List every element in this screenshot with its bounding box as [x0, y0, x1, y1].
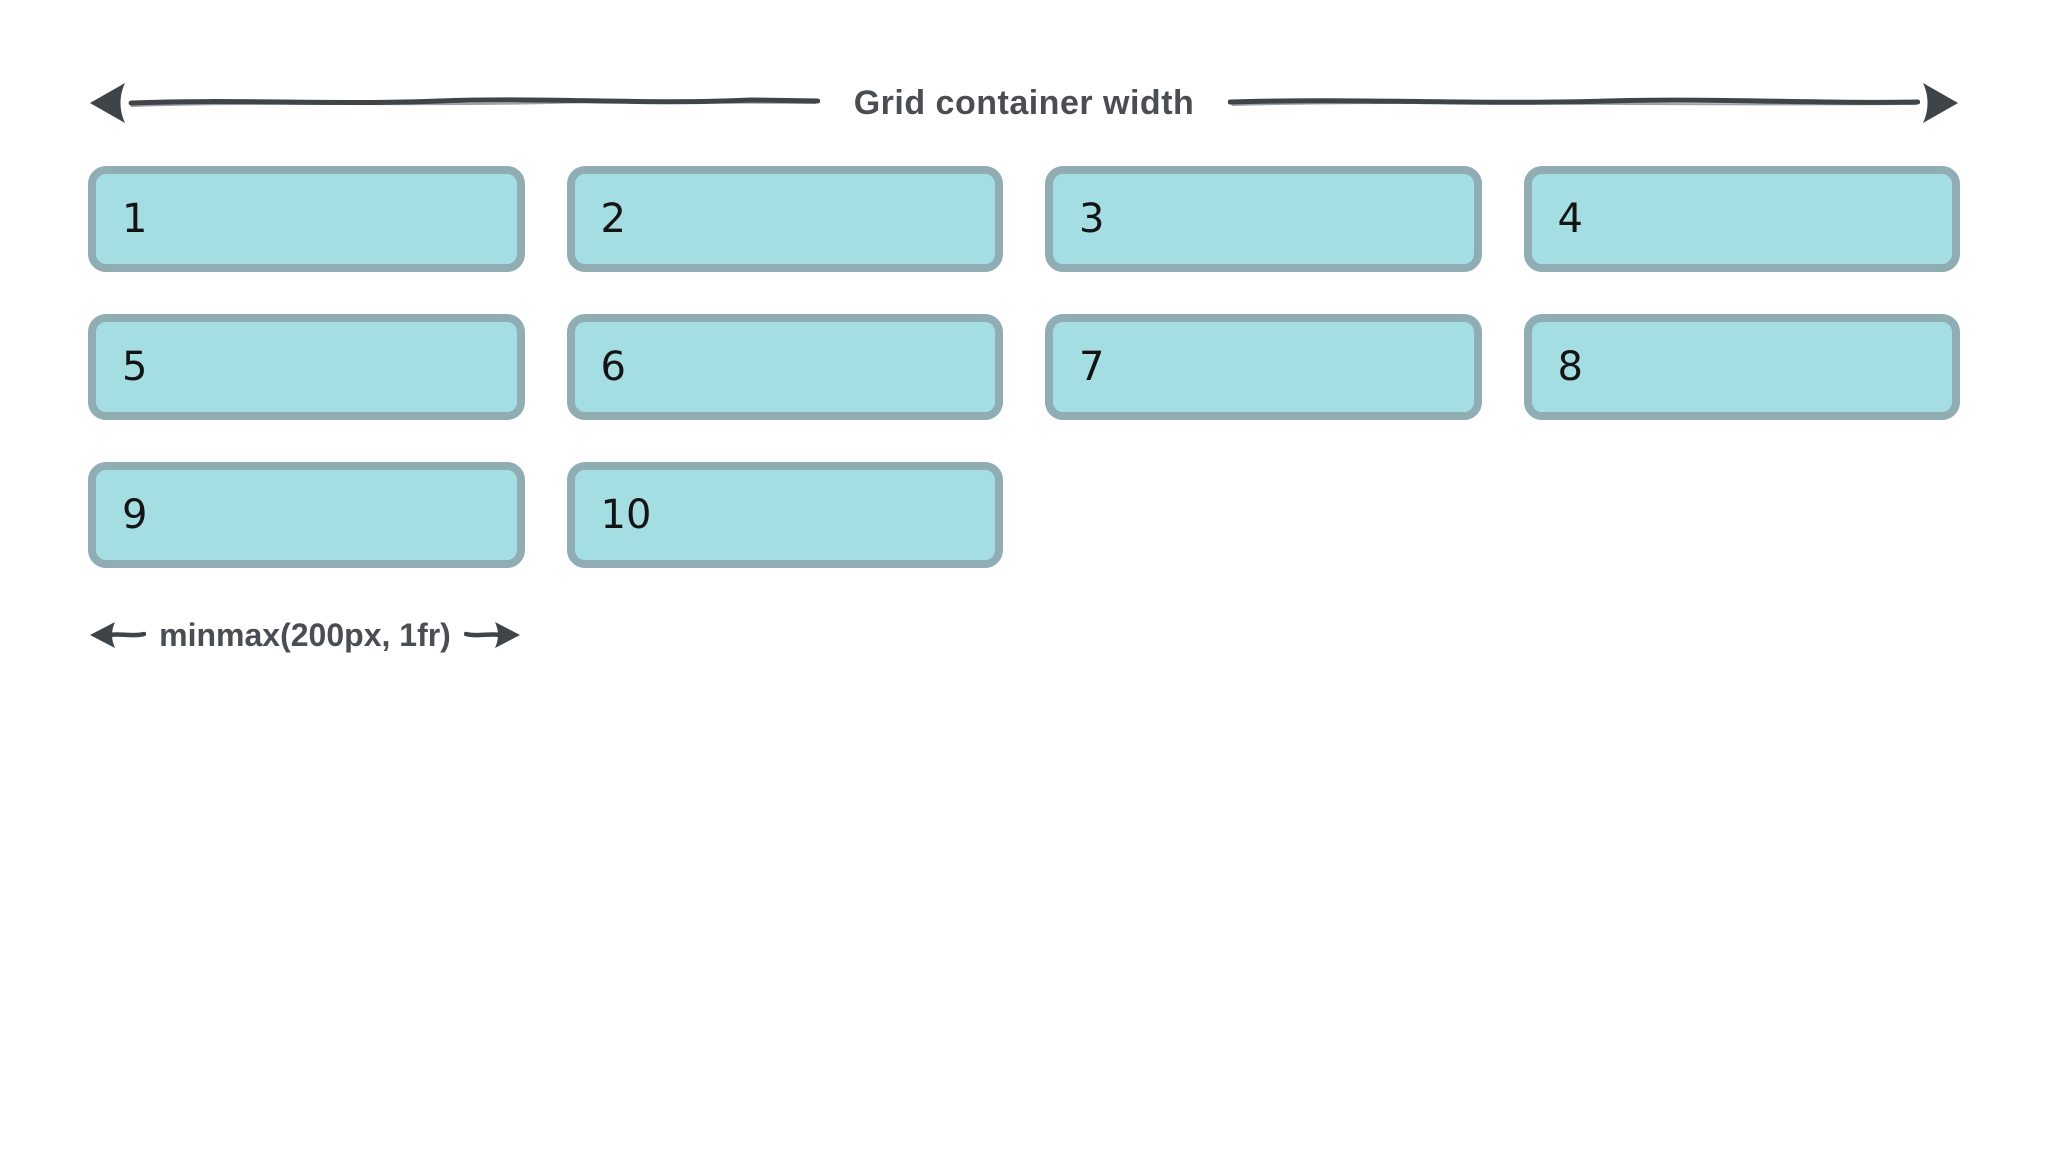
grid-item-4: 4: [1523, 166, 1960, 272]
grid-item-3: 3: [1045, 166, 1482, 272]
minmax-label: minmax(200px, 1fr): [159, 616, 451, 653]
grid-item-2: 2: [566, 166, 1003, 272]
grid-container-width-label: Grid container width: [853, 83, 1195, 122]
grid-items-container: 1 2 3 4 5 6 7 8 9 10: [88, 166, 1960, 568]
arrowhead-right-icon: [1923, 83, 1959, 123]
arrow-line-right: [1228, 80, 1921, 126]
grid-item-1: 1: [88, 166, 525, 272]
grid-item-number: 5: [122, 344, 148, 390]
grid-item-number: 6: [600, 344, 626, 390]
grid-item-9: 9: [88, 462, 525, 568]
grid-item-8: 8: [1523, 314, 1960, 420]
arrow-line-left: [128, 80, 820, 126]
grid-item-number: 3: [1079, 196, 1105, 242]
grid-item-5: 5: [88, 314, 525, 420]
grid-item-number: 4: [1557, 196, 1583, 242]
grid-item-number: 7: [1079, 344, 1105, 390]
grid-container-width-annotation: Grid container width: [88, 79, 1960, 127]
small-arrow-right-icon: [463, 622, 520, 648]
grid-item-6: 6: [566, 314, 1003, 420]
grid-item-10: 10: [566, 462, 1003, 568]
minmax-annotation: minmax(200px, 1fr): [88, 610, 522, 660]
grid-item-number: 8: [1557, 344, 1583, 390]
grid-item-number: 10: [600, 492, 652, 538]
grid-item-number: 1: [122, 196, 148, 242]
grid-item-7: 7: [1045, 314, 1482, 420]
grid-item-number: 9: [122, 492, 148, 538]
arrowhead-left-icon: [90, 83, 125, 123]
small-arrow-left-icon: [90, 622, 146, 648]
grid-item-number: 2: [600, 196, 626, 242]
